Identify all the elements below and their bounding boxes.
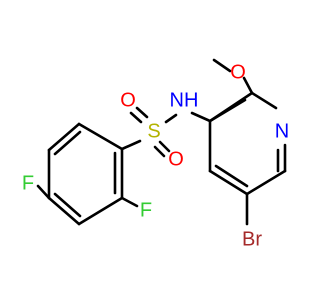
bond-ring-5 [208,169,249,196]
atom-o-methoxy: O [230,61,246,83]
bond-benzene-2 [47,122,81,152]
bond-sulfur-ring [120,139,142,151]
atom-f-right: F [140,199,152,221]
bond-ring-4 [245,169,287,196]
molecule-canvas: O O S O NH N F F Br [21,58,290,251]
bond-ring-1-double [208,98,247,123]
bond-sulfur-oxygen-bottom-2 [153,145,166,158]
bond-ring-2 [250,91,278,110]
bond-ring-5-double [214,164,249,188]
bond-benzene-fluorine-left [36,184,51,200]
bond-benzene-2-double [53,130,82,156]
atom-f-left: F [22,172,34,194]
bond-benzene-1 [77,122,124,151]
atom-nh: NH [170,89,199,111]
bond-methyl-oxygen [212,58,232,73]
bond-nh-ring [190,111,212,123]
bond-benzene-4-double [53,192,82,218]
atom-o-sulfonyl-top: O [120,89,136,111]
bond-lines [36,58,287,226]
atom-o-sulfonyl-bottom: O [168,148,184,170]
bond-benzene-4 [47,196,81,226]
atom-s: S [147,120,160,142]
structure-diagram: O O S O NH N F F Br [22,58,289,250]
bond-sulfur-nh [164,113,178,124]
bond-benzene-5 [77,196,124,226]
atom-br: Br [242,228,262,250]
atom-n-ring: N [275,120,289,142]
bond-oxygen-ring [242,76,254,95]
bond-benzene-fluorine-right [120,196,139,208]
bond-sulfur-oxygen-top-2 [129,111,143,124]
bond-sulfur-oxygen-bottom-1 [158,140,171,153]
bond-sulfur-oxygen-top-1 [135,106,149,119]
